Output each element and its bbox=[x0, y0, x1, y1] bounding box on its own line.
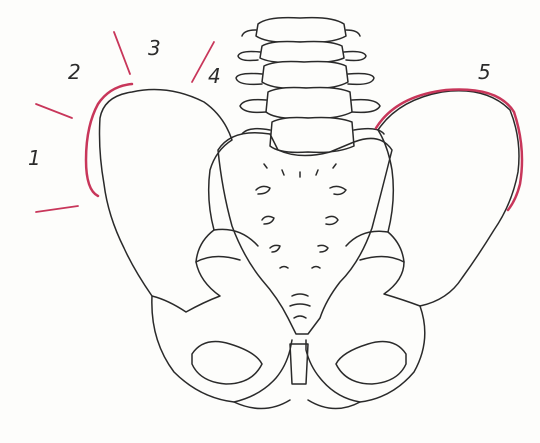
right-ilium bbox=[346, 91, 519, 306]
label-3: 3 bbox=[148, 38, 161, 58]
label-4: 4 bbox=[208, 66, 221, 86]
right-iliac-crest-highlight bbox=[376, 89, 522, 210]
pointer-line-2 bbox=[36, 104, 72, 118]
left-ilium bbox=[100, 90, 259, 312]
label-1: 1 bbox=[28, 148, 41, 168]
pointer-lines bbox=[36, 32, 214, 212]
label-5: 5 bbox=[478, 62, 491, 82]
left-obturator-foramen bbox=[192, 342, 262, 384]
right-obturator-foramen bbox=[336, 342, 406, 384]
pointer-line-1 bbox=[36, 206, 78, 212]
pointer-line-3 bbox=[114, 32, 130, 74]
label-2: 2 bbox=[68, 62, 81, 82]
pubic-region bbox=[152, 296, 425, 409]
